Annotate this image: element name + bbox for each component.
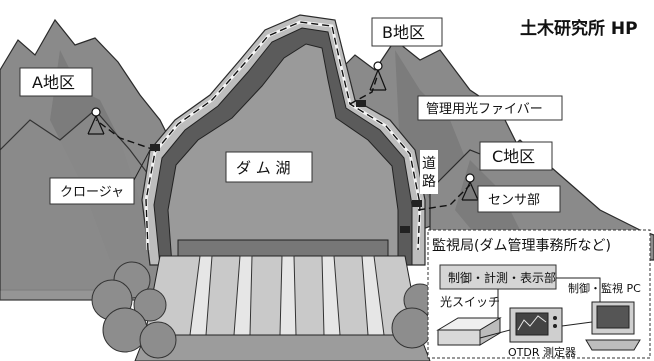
road-label-group: 道 路 [420, 150, 440, 194]
closure-label-group: クロージャ [49, 149, 151, 205]
control-pc-icon [585, 301, 641, 351]
otdr-icon [509, 307, 563, 343]
area-c-label: C地区 [492, 147, 535, 166]
control-pc-label: 制御・監視 PC [568, 281, 641, 295]
sensor-markers [87, 61, 479, 201]
fiber-label: 管理用光ファイバー [426, 102, 543, 117]
road-label: 道 路 [422, 156, 440, 190]
optical-switch-label: 光スイッチ [440, 295, 500, 309]
control-unit-label: 制御・計測・表示部 [448, 270, 556, 285]
area-b-label-group: B地区 [371, 17, 443, 47]
fiber-cable [95, 20, 471, 251]
otdr-label: OTDR 測定器 [508, 345, 576, 359]
dam-body [134, 239, 431, 361]
area-c-label-group: C地区 [479, 141, 553, 171]
closure-label: クロージャ [60, 185, 124, 200]
fiber-label-group: 管理用光ファイバー [417, 95, 563, 121]
lake-label: ダ ム 湖 [236, 159, 291, 177]
optical-switch-icon [436, 317, 502, 346]
sensor-label: センサ部 [488, 193, 540, 208]
area-a-label-group: A地区 [19, 67, 93, 97]
station-links [479, 277, 601, 339]
lake-label-group: ダ ム 湖 [225, 151, 313, 183]
source-label: 土木研究所 HP [520, 18, 638, 39]
trees [91, 261, 437, 359]
sensor-label-group: センサ部 [477, 185, 561, 213]
area-a-label: A地区 [32, 73, 75, 92]
area-b-label: B地区 [382, 23, 425, 42]
station-title: 監視局(ダム管理事務所など) [432, 237, 611, 254]
closure-boxes [150, 100, 422, 233]
